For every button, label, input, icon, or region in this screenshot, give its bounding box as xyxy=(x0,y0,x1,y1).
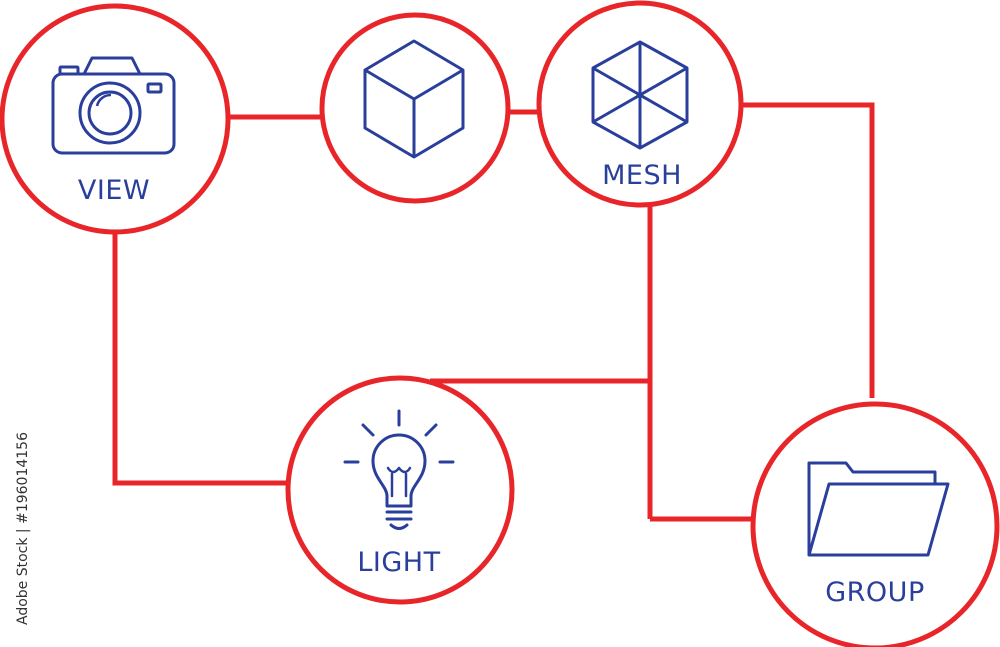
node-group-label: GROUP xyxy=(825,577,924,608)
node-view-circle xyxy=(0,3,231,235)
lightbulb-icon xyxy=(343,409,455,530)
node-mesh-label: MESH xyxy=(602,160,682,191)
cube-icon xyxy=(363,39,465,159)
folder-icon xyxy=(807,461,950,557)
mesh-cube-icon xyxy=(591,40,689,150)
node-group-circle xyxy=(750,401,1000,647)
camera-icon xyxy=(51,56,176,155)
node-view-label: VIEW xyxy=(78,175,150,206)
node-light-circle xyxy=(285,375,515,605)
node-light-label: LIGHT xyxy=(357,547,440,578)
connector-view-light xyxy=(112,232,286,486)
side-credit-text: Adobe Stock | #196014156 xyxy=(15,432,31,625)
connectors xyxy=(112,102,875,522)
connector-mesh-group-top xyxy=(742,102,875,398)
